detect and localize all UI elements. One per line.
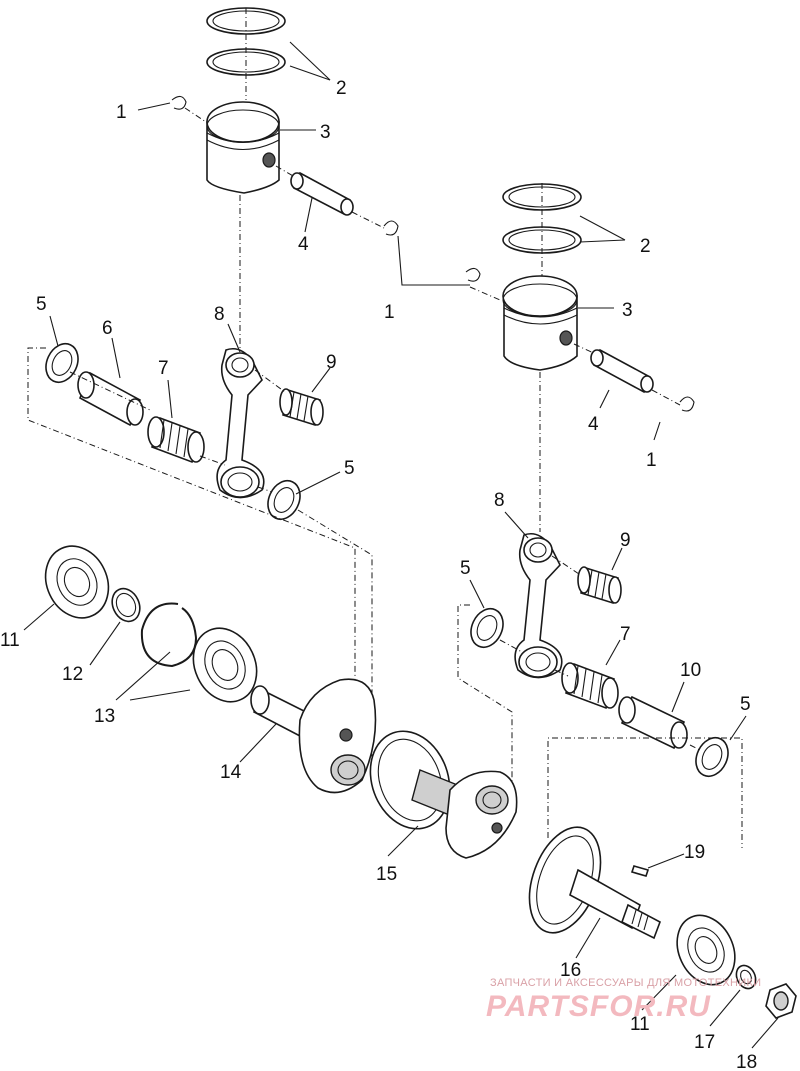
woodruff-key-19 (630, 865, 650, 877)
callout-14: 14 (220, 762, 242, 783)
piston-right (502, 275, 578, 371)
callout-1: 1 (646, 450, 657, 471)
callout-1: 1 (384, 302, 395, 323)
callout-2: 2 (336, 78, 347, 99)
callout-19: 19 (684, 842, 705, 863)
thrust-washer-right-b (695, 736, 729, 778)
callout-12: 12 (62, 664, 83, 685)
watermark-logo: PARTSFOR.RU (486, 990, 711, 1023)
callout-5: 5 (36, 294, 47, 315)
callout-3: 3 (622, 300, 633, 321)
snap-ring-12 (111, 587, 141, 623)
piston-left (206, 101, 280, 194)
main-bearing-13 (192, 627, 258, 703)
callout-8: 8 (494, 490, 505, 511)
wrist-pin-right (590, 348, 654, 394)
crank-half-14 (250, 678, 377, 794)
retaining-ring-13 (140, 602, 198, 668)
callout-labels: 1 2 3 4 5 6 7 8 9 5 1 2 3 4 1 8 9 5 7 10… (0, 78, 757, 1071)
callout-18: 18 (736, 1052, 757, 1071)
thrust-washer-left-a (45, 342, 79, 384)
crank-center-15 (369, 730, 518, 859)
callout-11: 11 (0, 630, 20, 651)
pin-clip-left-2 (383, 220, 399, 236)
connecting-rod-right (514, 532, 563, 679)
callout-7: 7 (620, 624, 631, 645)
callout-11: 11 (630, 1014, 650, 1035)
nut-18 (765, 983, 797, 1019)
callout-4: 4 (588, 414, 599, 435)
needle-bearing-left-a (147, 416, 205, 464)
needle-bearing-right-a (577, 566, 622, 605)
main-bearing-left (44, 545, 110, 619)
crank-half-16 (528, 826, 661, 940)
pin-clip-left-1 (171, 95, 187, 110)
needle-bearing-left-b (279, 388, 324, 427)
watermark: ЗАПЧАСТИ И АКСЕССУАРЫ ДЛЯ МОТОТЕХНИКИ PA… (486, 977, 761, 1023)
callout-15: 15 (376, 864, 397, 885)
callout-2: 2 (640, 236, 651, 257)
callout-3: 3 (320, 122, 331, 143)
callout-5: 5 (460, 558, 471, 579)
callout-9: 9 (620, 530, 631, 551)
washer-17 (735, 964, 757, 990)
callout-13: 13 (94, 706, 115, 727)
callout-5: 5 (344, 458, 355, 479)
watermark-caption: ЗАПЧАСТИ И АКСЕССУАРЫ ДЛЯ МОТОТЕХНИКИ (490, 977, 761, 989)
thrust-washer-right-a (470, 607, 504, 649)
wrist-pin-left (290, 171, 354, 216)
callout-8: 8 (214, 304, 225, 325)
callout-7: 7 (158, 358, 169, 379)
needle-bearing-right-b (561, 662, 619, 710)
leader-lines (23, 41, 779, 1049)
callout-6: 6 (102, 318, 113, 339)
pin-6 (77, 371, 144, 427)
callout-1: 1 (116, 102, 127, 123)
pin-10 (618, 695, 688, 750)
callout-16: 16 (560, 960, 581, 981)
callout-5: 5 (740, 694, 751, 715)
callout-17: 17 (694, 1032, 715, 1053)
thrust-washer-left-b (267, 479, 301, 521)
pin-clip-right-1 (465, 267, 481, 282)
callout-9: 9 (326, 352, 337, 373)
pin-clip-right-2 (679, 396, 695, 412)
callout-10: 10 (680, 660, 701, 681)
connecting-rod-left (216, 347, 265, 499)
callout-4: 4 (298, 234, 309, 255)
main-bearing-right (676, 914, 736, 986)
